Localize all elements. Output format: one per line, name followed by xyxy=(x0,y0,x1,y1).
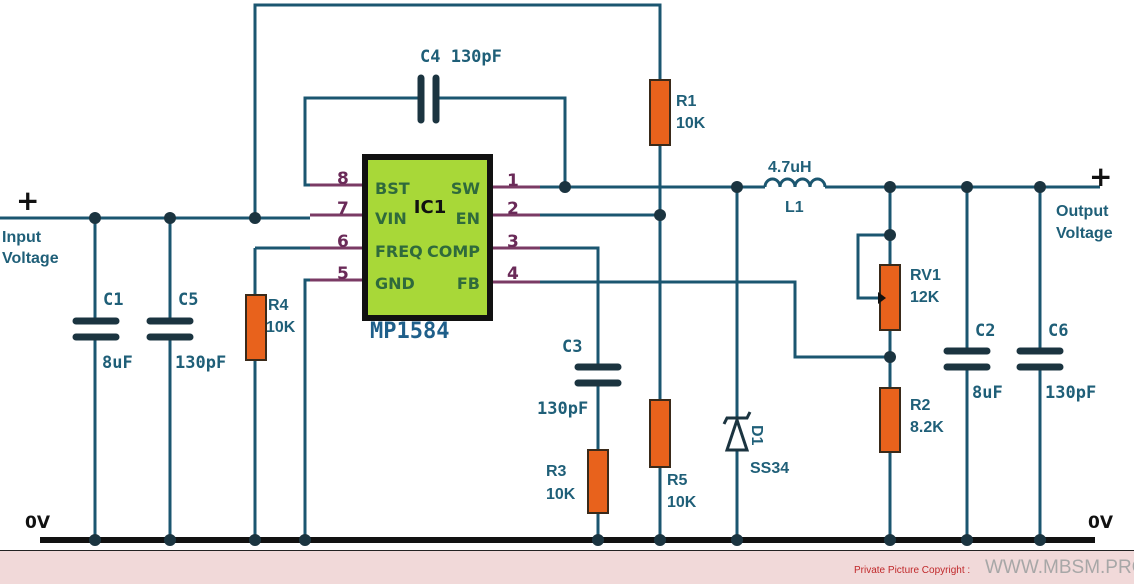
pin-label-vin: VIN xyxy=(375,209,407,228)
footer-bar: Private Picture Copyright : WWW.MBSM.PRO xyxy=(0,550,1134,584)
r4-ref: R4 xyxy=(268,297,289,314)
ic-part-number: MP1584 xyxy=(370,319,449,344)
junction-nodes xyxy=(89,181,1046,546)
input-label: Voltage xyxy=(2,250,59,267)
terminal-labels: + Input Voltage + Output Voltage 0V 0V xyxy=(2,160,1114,533)
resistor-r1: R1 10K xyxy=(649,79,706,146)
pin-label-en: EN xyxy=(456,209,480,228)
resistor-r3: R3 10K xyxy=(546,449,609,514)
c2-value: 8uF xyxy=(972,383,1003,403)
output-label: Output xyxy=(1056,203,1109,220)
c6-ref: C6 xyxy=(1048,321,1068,341)
pin-number: 6 xyxy=(337,232,349,252)
ic1-mp1584: IC1 BST VIN FREQ GND SW EN COMP FB 8 7 6… xyxy=(337,154,519,344)
pin-label-bst: BST xyxy=(375,179,410,198)
r1-ref: R1 xyxy=(676,93,697,110)
c2-ref: C2 xyxy=(975,321,995,341)
rv1-value: 12K xyxy=(910,289,940,306)
c3-value: 130pF xyxy=(537,399,588,419)
r4-value: 10K xyxy=(266,319,296,336)
c4-label: C4 130pF xyxy=(420,47,502,67)
c3-ref: C3 xyxy=(562,337,582,357)
site-link[interactable]: WWW.MBSM.PRO xyxy=(985,557,1134,578)
d1-value: SS34 xyxy=(750,460,789,477)
r2-ref: R2 xyxy=(910,397,931,414)
capacitor-c2: C2 8uF xyxy=(943,321,1003,403)
c1-value: 8uF xyxy=(102,353,133,373)
pin-number: 4 xyxy=(507,264,519,284)
d1-ref: D1 xyxy=(748,425,765,446)
pin-number: 2 xyxy=(507,199,519,219)
pin-label-gnd: GND xyxy=(375,274,415,293)
ground-label-right: 0V xyxy=(1088,513,1114,533)
ic-pins xyxy=(310,183,540,284)
c6-value: 130pF xyxy=(1045,383,1096,403)
capacitor-c5: C5 130pF xyxy=(146,290,226,373)
r2-value: 8.2K xyxy=(910,419,944,436)
r1-value: 10K xyxy=(676,115,706,132)
r5-ref: R5 xyxy=(667,472,688,489)
pin-number: 7 xyxy=(337,199,349,219)
output-label: Voltage xyxy=(1056,225,1113,242)
copyright-text: Private Picture Copyright : xyxy=(854,565,971,576)
c5-ref: C5 xyxy=(178,290,198,310)
inductor-l1: 4.7uH L1 xyxy=(763,159,827,216)
r5-value: 10K xyxy=(667,494,697,511)
resistor-r5: R5 10K xyxy=(649,399,697,511)
capacitor-c3: C3 130pF xyxy=(537,337,622,419)
c5-value: 130pF xyxy=(175,353,226,373)
pin-label-sw: SW xyxy=(451,179,481,198)
r3-ref: R3 xyxy=(546,463,567,480)
input-plus: + xyxy=(16,184,39,217)
pin-number: 1 xyxy=(507,171,519,191)
resistor-r2: R2 8.2K xyxy=(879,387,944,453)
ground-label-left: 0V xyxy=(25,513,51,533)
rv1-ref: RV1 xyxy=(910,267,941,284)
circuit-schematic: IC1 BST VIN FREQ GND SW EN COMP FB 8 7 6… xyxy=(0,3,1114,546)
capacitor-c1: C1 8uF xyxy=(72,290,133,373)
c1-ref: C1 xyxy=(103,290,123,310)
ic-ref: IC1 xyxy=(414,197,446,218)
wires xyxy=(0,3,1100,543)
pin-number: 3 xyxy=(507,232,519,252)
capacitor-c6: C6 130pF xyxy=(1016,321,1096,403)
pin-label-comp: COMP xyxy=(427,242,480,261)
l1-ref: L1 xyxy=(785,199,804,216)
pin-label-freq: FREQ xyxy=(375,242,423,261)
pin-label-fb: FB xyxy=(457,274,480,293)
potentiometer-rv1: RV1 12K xyxy=(878,264,941,331)
diode-d1: D1 SS34 xyxy=(722,411,789,477)
capacitor-c4: C4 130pF xyxy=(417,47,502,124)
l1-value: 4.7uH xyxy=(768,159,812,176)
pin-number: 5 xyxy=(337,264,349,284)
output-plus: + xyxy=(1089,160,1112,193)
pin-number: 8 xyxy=(337,169,349,189)
input-label: Input xyxy=(2,229,42,246)
resistor-r4: R4 10K xyxy=(245,294,296,361)
r3-value: 10K xyxy=(546,486,576,503)
